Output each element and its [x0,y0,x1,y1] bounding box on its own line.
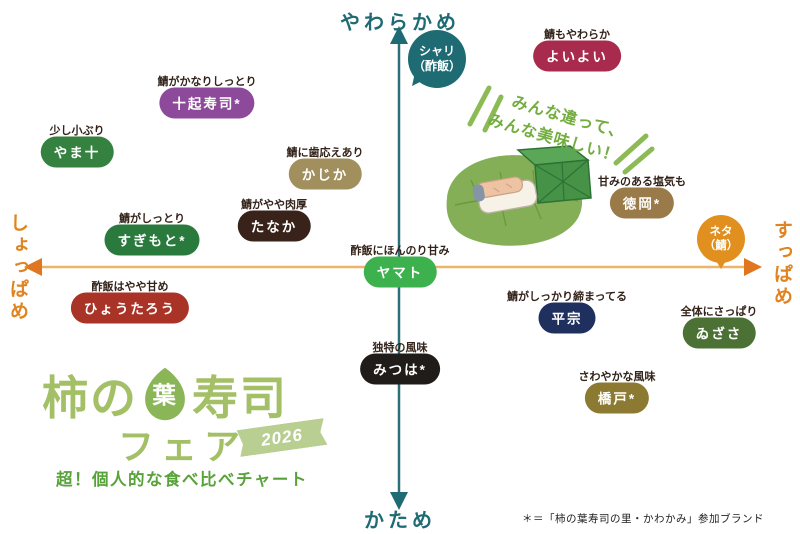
axis-label-softer: やわらかめ [340,12,460,34]
shari-axis-badge: シャリ （酢飯） [408,30,466,88]
brand-badge: よいよい [533,40,621,72]
logo-line1-pre: 柿の [42,371,138,424]
leaf-icon: 葉 [140,366,190,429]
brand-note: 鯖がしっかり締まってる [506,291,628,303]
axis-label-firmer: かため [364,510,436,532]
logo-subtitle: 超！個人的な食べ比べチャート [56,471,308,489]
brand-note: 鯖に歯応えあり [286,147,364,159]
neta-badge-line1: ネタ [709,225,733,238]
axis-label-saltier: しょっぱめ [7,213,28,323]
up-arrowhead-icon [390,26,408,44]
fair-logo: 柿の 葉 寿司 フェア 2026 超！個人的な食べ比べチャート [42,366,342,489]
brand-note: 鯖がかなりしっとり [157,76,257,88]
brand-note: 酢飯はやや甘め [91,281,169,293]
neta-axis-badge: ネタ （鯖） [697,215,745,263]
leaf-character: 葉 [151,382,177,408]
brand-note: 鯖がしっとり [119,213,185,225]
brand-badge: 十起寿司* [159,87,255,119]
brand-badge: 徳岡* [609,187,675,219]
shari-badge-line2: （酢飯） [412,59,461,73]
brand-badge: たなか [237,210,311,242]
footnote: ＊＝「柿の葉寿司の里・かわかみ」参加ブランド [522,513,764,525]
logo-line1: 柿の 葉 寿司 [42,366,342,429]
axis-label-sourer: すっぱめ [771,220,792,308]
down-arrowhead-icon [390,492,408,510]
brand-note: 鯖がやや肉厚 [241,199,307,211]
brand-badge: かじか [288,158,362,190]
sparkle-lines-icon [467,85,655,175]
brand-note: 酢飯にほんのり甘み [350,245,450,257]
brand-badge: みつは* [360,353,440,385]
brand-note: 甘みのある塩気も [598,176,686,188]
neta-badge-line2: （鯖） [703,240,739,252]
brand-badge: ゐざさ [682,317,756,349]
brand-badge: やま十 [40,136,114,168]
brand-note: 少し小ぶり [49,125,105,137]
brand-badge: 平宗 [538,302,596,334]
left-arrowhead-icon [24,258,42,276]
brand-note: 鯖もやわらか [544,29,610,41]
brand-badge: ヤマト [363,256,437,288]
logo-line1-post: 寿司 [192,371,288,424]
kakinoha-sushi-illustration [446,145,592,246]
brand-note: さわやかな風味 [578,371,656,383]
logo-line2: フェア [118,426,248,467]
brand-badge: すぎもと* [104,224,200,256]
brand-note: 全体にさっぱり [680,306,758,318]
right-arrowhead-icon [744,258,762,276]
brand-badge: ひょうたろう [70,292,190,324]
shari-badge-line1: シャリ [418,44,455,58]
brand-badge: 橋戸* [584,382,650,414]
brand-note: 独特の風味 [372,342,428,354]
